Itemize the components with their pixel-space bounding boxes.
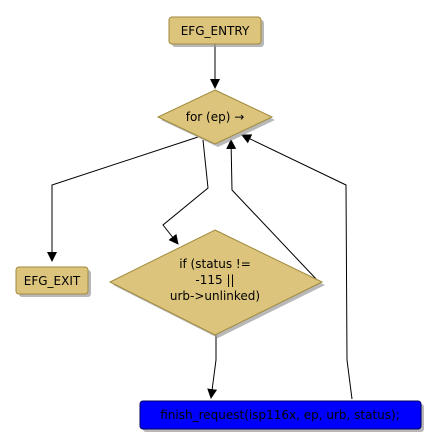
condition-node-line3: urb->unlinked) bbox=[170, 289, 260, 303]
entry-node-label: EFG_ENTRY bbox=[181, 24, 250, 38]
condition-node: if (status != -115 || urb->unlinked) bbox=[108, 229, 325, 338]
exit-node-box bbox=[15, 266, 89, 295]
exit-node-label: EFG_EXIT bbox=[24, 274, 81, 288]
condition-node-line1: if (status != bbox=[179, 257, 251, 271]
edge-loop-to-cond bbox=[162, 139, 209, 245]
edge-loop-to-exit bbox=[47, 136, 199, 262]
condition-node-line2: -115 || bbox=[195, 273, 234, 287]
entry-node: EFG_ENTRY bbox=[168, 16, 264, 47]
edge-cond-to-call bbox=[207, 335, 218, 399]
loop-node: for (ep) → bbox=[156, 89, 275, 147]
exit-node: EFG_EXIT bbox=[15, 266, 91, 297]
call-node-box bbox=[139, 400, 422, 430]
loop-node-label: for (ep) → bbox=[186, 110, 245, 124]
call-node: finish_request(isp116x, ep, urb, status)… bbox=[139, 400, 424, 432]
condition-node-diamond bbox=[108, 229, 324, 336]
edge-cond-to-loop bbox=[226, 139, 319, 282]
entry-node-box bbox=[168, 16, 262, 45]
call-node-label: finish_request(isp116x, ep, urb, status)… bbox=[160, 408, 400, 422]
edge-call-to-loop bbox=[241, 134, 353, 400]
loop-node-diamond bbox=[156, 89, 274, 145]
